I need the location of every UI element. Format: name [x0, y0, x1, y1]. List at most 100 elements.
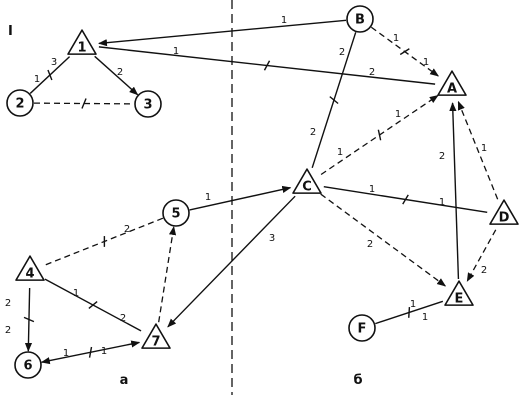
node-label: E	[455, 292, 464, 307]
edge-weight-label: 1	[410, 299, 416, 310]
edge-1-3: 2	[94, 55, 139, 96]
edge-weight-label: 2	[5, 298, 11, 309]
edge-tick	[88, 346, 93, 358]
node-7: 7	[141, 323, 171, 350]
node-label: F	[358, 322, 367, 337]
node-D: D	[489, 199, 519, 226]
edge-line	[189, 185, 292, 211]
edge-weight-label: 1	[393, 33, 399, 44]
node-triangle-shape	[437, 70, 467, 96]
node-label: 4	[25, 267, 34, 282]
node-circle-shape	[134, 90, 162, 118]
edge-weight-label: 1	[422, 312, 428, 323]
node-label: D	[499, 211, 510, 226]
edge-line	[94, 55, 139, 96]
edge-weight-label: 3	[269, 233, 275, 244]
node-label: B	[355, 13, 365, 28]
node-circle-shape	[14, 351, 42, 379]
node-C: C	[292, 168, 322, 195]
edge-B-A: 11	[370, 26, 439, 77]
caption-left: a	[120, 373, 129, 388]
edge-B-1: 1	[98, 15, 347, 47]
edge-weight-label: 1	[423, 57, 429, 68]
edge-weight-label: 2	[124, 224, 130, 235]
edge-tick	[263, 60, 271, 71]
node-4: 4	[15, 255, 45, 282]
roman-label: I	[8, 24, 13, 39]
node-F: F	[348, 314, 376, 342]
edge-weight-label: 1	[481, 143, 487, 154]
node-circle-shape	[346, 5, 374, 33]
node-2: 2	[6, 89, 34, 117]
edge-4-7: 12	[44, 278, 142, 332]
edge-line	[98, 19, 347, 47]
node-label: C	[302, 180, 312, 195]
edge-1-A: 12	[98, 46, 436, 85]
node-circle-shape	[162, 199, 190, 227]
edge-weight-label: 1	[337, 147, 343, 158]
edge-weight-label: 1	[34, 74, 40, 85]
node-triangle-shape	[444, 280, 474, 306]
node-label: 6	[23, 359, 32, 374]
edge-weight-label: 1	[101, 346, 107, 357]
edge-weight-label: 1	[369, 184, 375, 195]
edge-weight-label: 2	[367, 239, 373, 250]
edge-tick	[23, 316, 35, 323]
node-label: 5	[171, 207, 180, 222]
edge-line	[457, 100, 499, 200]
edge-weight-label: 3	[51, 57, 57, 68]
edge-tick	[88, 301, 98, 309]
edge-C-A: 11	[320, 94, 439, 176]
edge-C-D: 11	[323, 184, 488, 214]
node-5: 5	[162, 199, 190, 227]
edge-2-3	[33, 98, 135, 109]
node-3: 3	[134, 90, 162, 118]
node-triangle-shape	[15, 255, 45, 281]
edge-F-E: 11	[375, 299, 444, 325]
edge-weight-label: 2	[310, 127, 316, 138]
edge-line	[158, 225, 177, 323]
node-triangle-shape	[141, 323, 171, 349]
edge-line	[320, 193, 447, 287]
edge-line	[449, 102, 460, 280]
caption-right: б	[353, 373, 362, 388]
edge-E-A: 2	[439, 102, 460, 280]
edge-weight-label: 2	[369, 67, 375, 78]
edge-C-E: 2	[320, 193, 447, 287]
edge-1-2: 31	[29, 56, 71, 94]
edge-weight-label: 1	[395, 109, 401, 120]
edge-weight-label: 2	[120, 313, 126, 324]
edge-7-5	[158, 225, 177, 323]
node-label: A	[447, 82, 457, 97]
edge-tick	[47, 69, 53, 81]
edge-line	[167, 195, 296, 328]
edge-tick	[402, 194, 409, 205]
edge-4-6: 22	[5, 287, 35, 352]
node-label: 1	[77, 41, 86, 56]
node-circle-shape	[348, 314, 376, 342]
edge-weight-label: 1	[281, 15, 287, 26]
edge-weight-label: 2	[117, 67, 123, 78]
node-6: 6	[14, 351, 42, 379]
node-label: 2	[15, 97, 24, 112]
edge-tick	[329, 96, 339, 105]
edge-D-E: 2	[466, 229, 497, 282]
node-triangle-shape	[489, 199, 519, 225]
edge-C-7: 3	[167, 195, 296, 328]
edge-tick	[399, 48, 410, 56]
edge-weight-label: 2	[339, 47, 345, 58]
node-label: 7	[151, 335, 160, 350]
edge-5-C: 1	[189, 185, 292, 211]
node-circle-shape	[6, 89, 34, 117]
node-triangle-shape	[67, 29, 97, 55]
node-B: B	[346, 5, 374, 33]
edge-weight-label: 1	[73, 288, 79, 299]
edge-weight-label: 1	[439, 197, 445, 208]
edge-weight-label: 1	[205, 192, 211, 203]
edge-B-C: 22	[310, 32, 357, 169]
node-triangle-shape	[292, 168, 322, 194]
edge-tick	[377, 129, 382, 141]
